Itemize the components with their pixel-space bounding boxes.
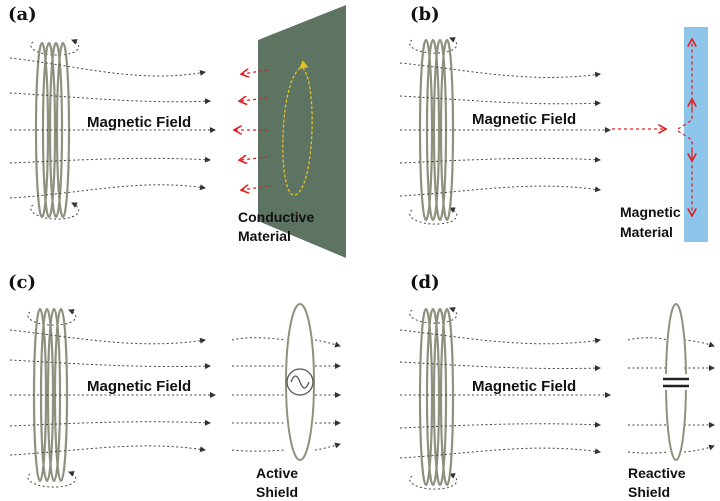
field-label-d: Magnetic Field [472,378,576,395]
field-lines-d [399,329,715,459]
material-label-b-line1: Magnetic [620,204,681,220]
panel-b: (b) Magnetic Field Magnetic Material [399,4,708,242]
material-label-c-line1: Active [256,465,298,481]
material-label-d-line2: Shield [628,484,670,500]
guided-field-b [612,40,692,215]
material-label-a-line1: Conductive [238,209,314,225]
field-label-b: Magnetic Field [472,111,576,128]
ac-source-icon [286,368,314,396]
field-lines-a [9,57,216,199]
panel-b-label: (b) [410,4,440,25]
capacitor-icon [662,374,690,390]
material-label-a-line2: Material [238,228,291,244]
active-shield-loop [285,303,315,461]
coil-c [27,307,77,488]
field-lines-c [9,329,341,456]
conductive-plate [258,5,346,258]
material-label-c-line2: Shield [256,484,298,500]
panel-c: (c) Magnetic Field [8,272,341,500]
magnetic-plate [684,27,708,242]
panel-d: (d) Magnetic Field [399,272,715,500]
coil-d [409,307,458,490]
panel-c-label: (c) [8,272,36,293]
coil-b [409,37,458,225]
field-lines-b [399,62,611,197]
reflected-field-a [235,70,269,190]
field-label-a: Magnetic Field [87,114,191,131]
material-label-b-line2: Material [620,224,673,240]
panel-d-label: (d) [410,272,440,293]
eddy-current-loop [282,60,313,196]
panel-a: (a) Magnetic Field Conductive [8,4,346,258]
field-label-c: Magnetic Field [87,378,191,395]
material-label-d-line1: Reactive [628,465,686,481]
panel-a-label: (a) [8,4,37,25]
